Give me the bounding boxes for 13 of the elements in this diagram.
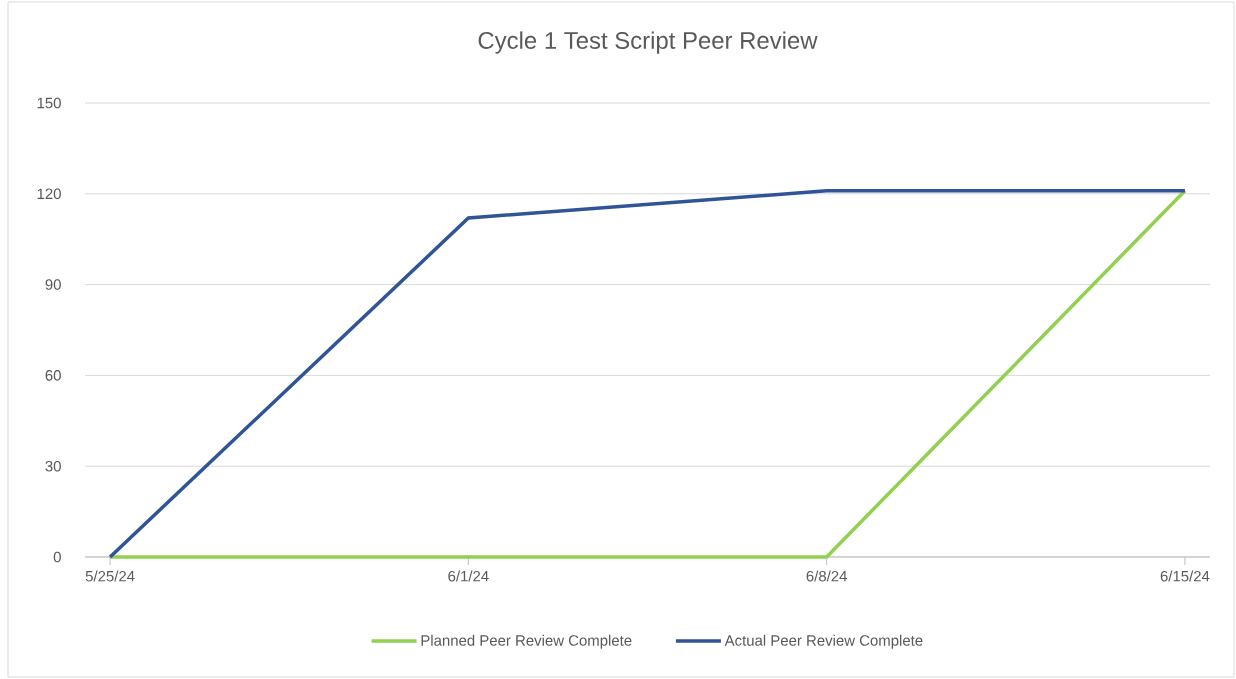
x-tick-label: 6/1/24: [448, 570, 489, 582]
x-tick-label: 6/15/24: [1160, 570, 1210, 582]
x-tick-label: 5/25/24: [85, 570, 135, 582]
y-tick-label: 30: [45, 460, 61, 472]
y-tick-label: 60: [45, 370, 61, 381]
legend-label: Actual Peer Review Complete: [724, 634, 923, 649]
x-tick-label: 6/8/24: [806, 570, 847, 582]
y-tick-label: 120: [37, 188, 61, 200]
y-tick-label: 150: [37, 97, 61, 109]
chart-title: Cycle 1 Test Script Peer Review: [478, 31, 818, 54]
y-tick-label: 90: [45, 279, 61, 290]
legend-label: Planned Peer Review Complete: [421, 634, 632, 649]
y-tick-label: 0: [53, 551, 61, 563]
